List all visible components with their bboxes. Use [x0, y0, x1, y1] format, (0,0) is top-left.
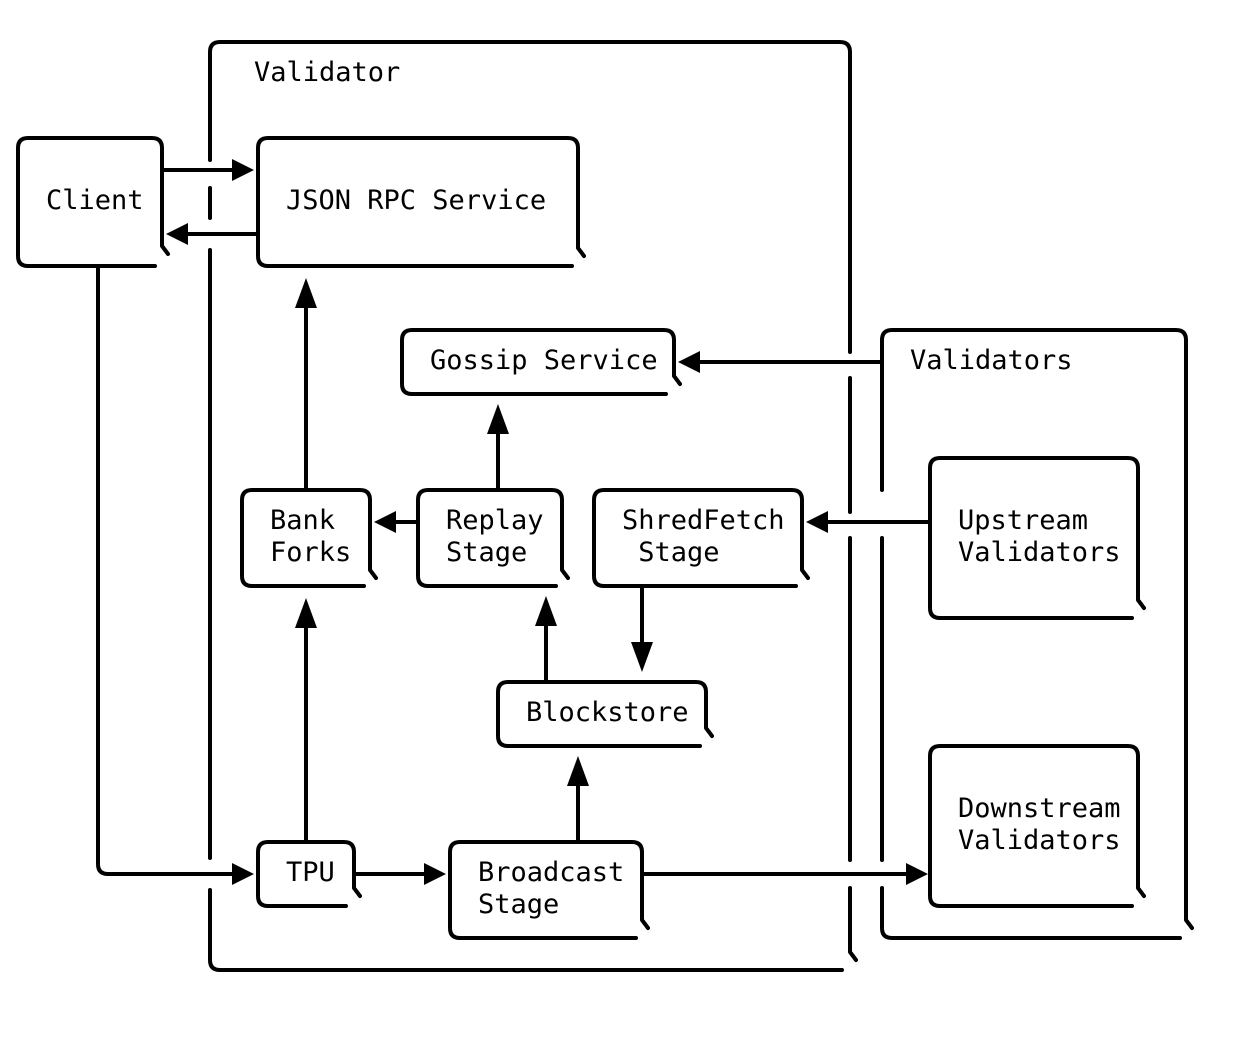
arrow-client-to-tpu	[96, 266, 254, 885]
broadcast-stage-label-line-1: Broadcast	[478, 857, 624, 888]
shredfetch-stage-node: ShredFetch Stage	[0, 0, 898, 588]
shredfetch-stage-label-line-1: ShredFetch	[622, 505, 785, 536]
bank-forks-label-line-2: Forks	[270, 537, 351, 568]
arrowhead-icon	[232, 159, 254, 181]
arrow-json-rpc-to-client	[166, 223, 258, 245]
json-rpc-service-label: JSON RPC Service	[286, 185, 546, 216]
replay-stage-label-line-1: Replay	[446, 505, 544, 536]
svg-text:Gossip Service: Gossip Service	[430, 345, 658, 376]
arrowhead-icon	[166, 223, 188, 245]
svg-text:JSON RPC Service: JSON RPC Service	[286, 185, 546, 216]
upstream-validators-label-line-1: Upstream	[958, 505, 1088, 536]
client-label: Client	[46, 185, 144, 216]
arrow-broadcast-to-downstream	[642, 863, 928, 885]
arrowhead-icon	[535, 596, 557, 626]
svg-text:Upstream Validators: Upstream Validators	[958, 505, 1121, 568]
validator-container: Validator	[208, 40, 858, 972]
blockstore-node: Blockstore	[496, 680, 714, 748]
replay-stage-label-line-2: Stage	[446, 537, 527, 568]
gossip-service-label: Gossip Service	[430, 345, 658, 376]
gossip-service-node: Gossip Service	[400, 328, 682, 396]
downstream-validators-label-line-1: Downstream	[958, 793, 1121, 824]
svg-text:Broadcast Stage: Broadcast Stage	[478, 857, 641, 920]
arrowhead-icon	[295, 278, 317, 308]
arrowhead-icon	[374, 511, 396, 533]
arrow-broadcast-to-blockstore	[567, 756, 589, 842]
upstream-validators-label-line-2: Validators	[958, 537, 1121, 568]
arrowhead-icon	[232, 863, 254, 885]
downstream-validators-node: Downstream Validators	[928, 744, 1146, 908]
svg-text:Bank Forks: Bank Forks	[270, 505, 351, 568]
svg-text:Replay Stage: Replay Stage	[446, 505, 560, 568]
validators-container: Validators	[880, 328, 1194, 940]
arrow-tpu-to-bank-forks	[295, 598, 317, 842]
arrow-blockstore-to-replay	[535, 596, 557, 682]
arrow-bank-forks-to-json-rpc	[295, 278, 317, 490]
arrow-client-to-json-rpc	[162, 159, 254, 181]
json-rpc-service-node: JSON RPC Service	[256, 136, 586, 268]
arrowhead-icon	[424, 863, 446, 885]
arrow-upstream-to-shredfetch	[806, 511, 930, 533]
downstream-validators-label-line-2: Validators	[958, 825, 1121, 856]
blockstore-label: Blockstore	[526, 697, 689, 728]
svg-text:Blockstore: Blockstore	[526, 697, 689, 728]
arrow-shredfetch-to-blockstore	[631, 586, 653, 672]
upstream-validators-node: Upstream Validators	[928, 456, 1146, 620]
arrowhead-icon	[678, 351, 700, 373]
arrow-validators-to-gossip	[678, 351, 882, 373]
validator-container-label: Validator	[254, 57, 400, 88]
svg-text:Downstream Validators: Downstream Validators	[958, 793, 1137, 856]
svg-text:Client: Client	[46, 185, 144, 216]
bank-forks-node: Bank Forks	[240, 488, 378, 588]
client-node: Client	[16, 136, 170, 268]
arrowhead-icon	[487, 404, 509, 434]
arrowhead-icon	[906, 863, 928, 885]
broadcast-stage-node: Broadcast Stage	[448, 840, 650, 940]
arrow-replay-to-gossip	[487, 404, 509, 490]
broadcast-stage-label-line-2: Stage	[478, 889, 559, 920]
svg-text:TPU: TPU	[286, 857, 335, 888]
arrowhead-icon	[806, 511, 828, 533]
shredfetch-stage-label-line-2: Stage	[622, 537, 720, 568]
replay-stage-node: Replay Stage	[416, 488, 570, 588]
tpu-label: TPU	[286, 857, 335, 888]
tpu-node: TPU	[256, 840, 362, 908]
arrowhead-icon	[631, 642, 653, 672]
arrowhead-icon	[295, 598, 317, 628]
arrowhead-icon	[567, 756, 589, 786]
bank-forks-label-line-1: Bank	[270, 505, 335, 536]
svg-text:ShredFetch Stage: ShredFetch Stage	[0, 0, 898, 568]
validators-container-label: Validators	[910, 345, 1073, 376]
arrow-tpu-to-broadcast	[354, 863, 446, 885]
arrow-replay-to-bank-forks	[374, 511, 418, 533]
